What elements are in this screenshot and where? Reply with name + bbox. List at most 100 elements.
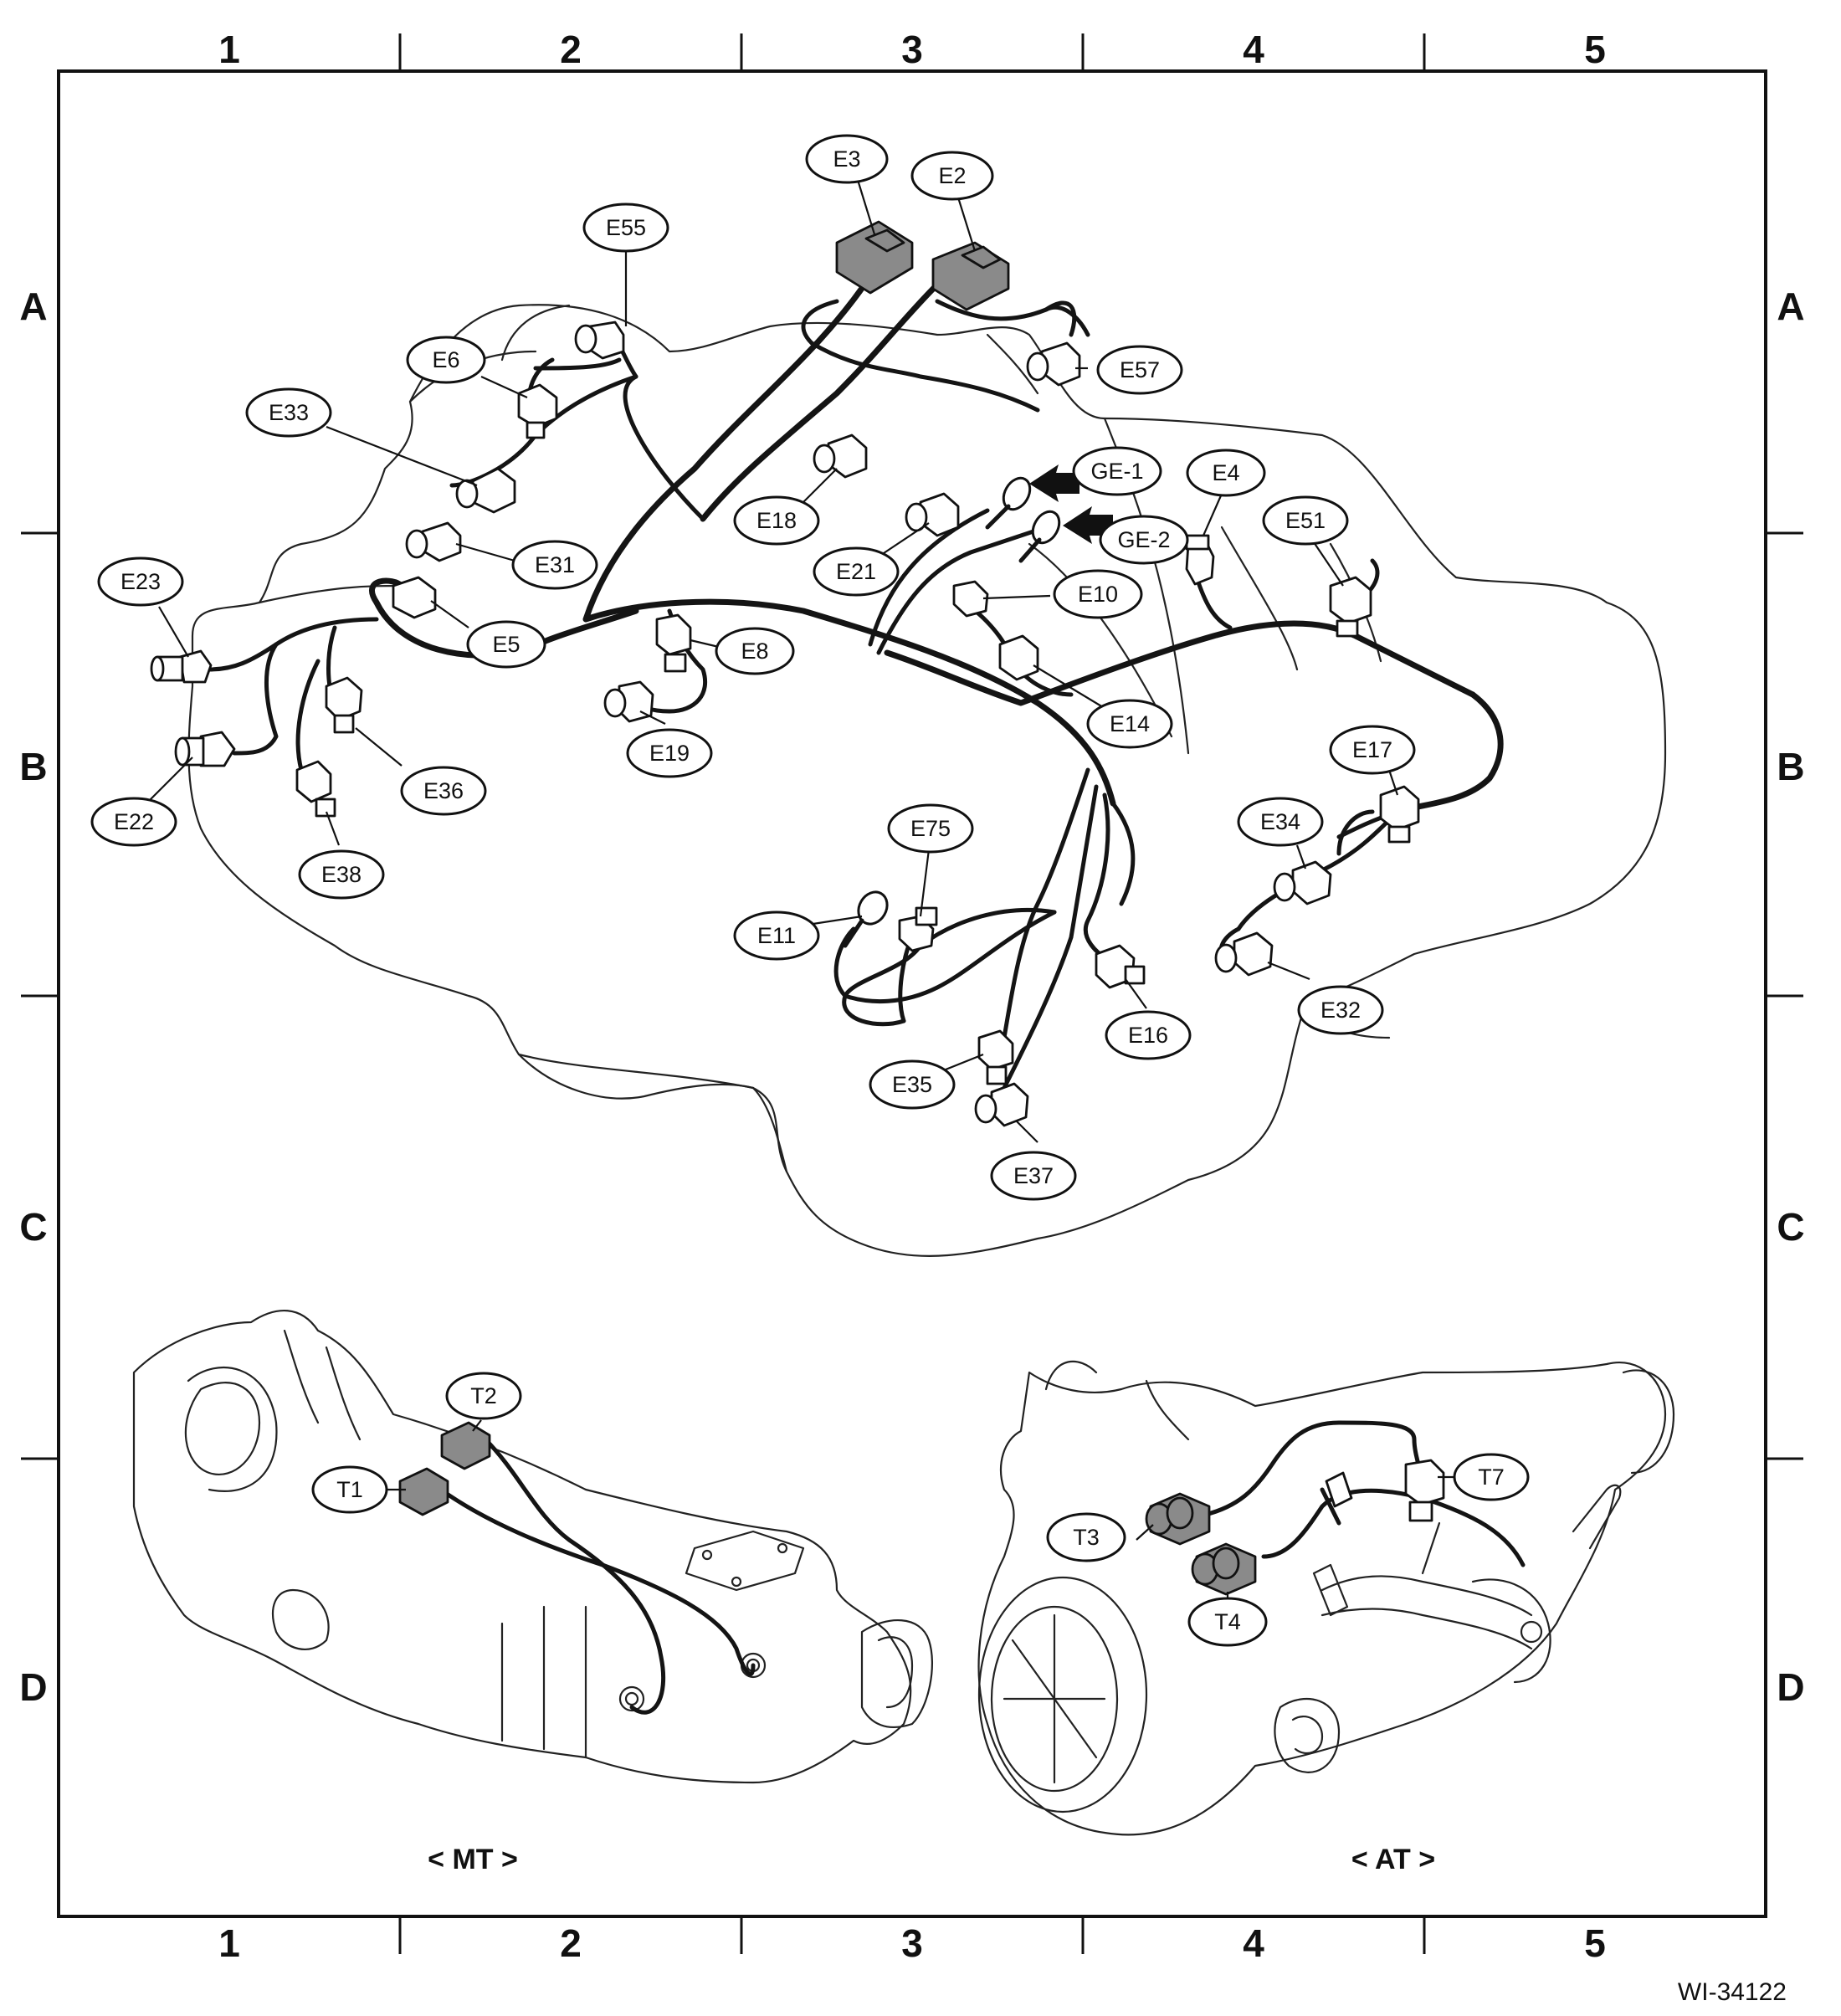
label-ge1[interactable]: GE-1 (1072, 446, 1162, 496)
label-e35[interactable]: E35 (869, 1059, 956, 1110)
grid-row-d-left: D (19, 1665, 47, 1709)
mt-wires (433, 1437, 756, 1715)
label-t1[interactable]: T1 (311, 1465, 388, 1514)
grid-row-a-right: A (1777, 285, 1804, 328)
grid-col-1-bottom: 1 (218, 1921, 240, 1965)
grid-col-3-top: 3 (901, 28, 923, 71)
label-e6-text: E6 (432, 347, 459, 372)
label-e75-text: E75 (910, 816, 951, 841)
mt-transmission (132, 1309, 934, 1784)
label-e14[interactable]: E14 (1086, 699, 1173, 749)
label-e16[interactable]: E16 (1105, 1010, 1192, 1060)
label-e34[interactable]: E34 (1237, 797, 1324, 847)
label-e23[interactable]: E23 (97, 557, 184, 607)
label-e75[interactable]: E75 (887, 803, 974, 854)
grid-col-4-top: 4 (1243, 28, 1264, 71)
grid-ticks (21, 33, 1803, 1954)
label-e19-text: E19 (649, 741, 690, 766)
leader-lines (146, 179, 1399, 1143)
label-e2-text: E2 (938, 163, 966, 188)
at-connectors (1145, 1459, 1445, 1596)
label-e2[interactable]: E2 (910, 151, 994, 201)
label-e55-text: E55 (606, 215, 646, 240)
label-e32-text: E32 (1320, 998, 1361, 1023)
figure-id: WI-34122 (1678, 1978, 1787, 2006)
label-e31-text: E31 (535, 552, 575, 577)
label-t7-text: T7 (1478, 1465, 1505, 1490)
grid-col-5-top: 5 (1584, 28, 1606, 71)
label-e37[interactable]: E37 (990, 1151, 1077, 1201)
label-e22-text: E22 (114, 809, 154, 834)
grid-col-3-bottom: 3 (901, 1921, 923, 1965)
label-e32[interactable]: E32 (1297, 985, 1384, 1035)
label-e11[interactable]: E11 (733, 911, 820, 961)
label-t3-text: T3 (1073, 1525, 1100, 1550)
label-e3-text: E3 (833, 146, 860, 172)
label-e33[interactable]: E33 (245, 387, 332, 438)
label-e23-text: E23 (121, 569, 161, 594)
label-e34-text: E34 (1260, 809, 1300, 834)
label-e11-text: E11 (757, 923, 796, 948)
at-labels: T7 T3 T4 < AT > (1046, 1453, 1530, 1875)
label-e4-text: E4 (1212, 460, 1239, 485)
label-e5[interactable]: E5 (466, 620, 546, 669)
label-e33-text: E33 (269, 400, 309, 425)
grid-col-2-top: 2 (560, 28, 582, 71)
label-e55[interactable]: E55 (582, 203, 669, 253)
grid-col-1-top: 1 (218, 28, 240, 71)
label-e5-text: E5 (492, 632, 520, 657)
label-e21[interactable]: E21 (813, 546, 900, 597)
label-e10[interactable]: E10 (1053, 569, 1143, 619)
label-e6[interactable]: E6 (406, 336, 486, 384)
diagram-frame (57, 69, 1767, 1918)
label-e57-text: E57 (1120, 357, 1160, 382)
grid-row-d-right: D (1777, 1665, 1804, 1709)
at-transmission (977, 1360, 1675, 1836)
label-e19[interactable]: E19 (626, 728, 713, 778)
label-e17[interactable]: E17 (1329, 725, 1416, 775)
grid-col-4-bottom: 4 (1243, 1921, 1264, 1965)
engine-connector-shapes (150, 220, 1420, 1127)
grid-col-2-bottom: 2 (560, 1921, 582, 1965)
label-e16-text: E16 (1128, 1023, 1168, 1048)
mt-connectors (398, 1421, 491, 1516)
label-e21-text: E21 (836, 559, 876, 584)
at-sublabel: < AT > (1351, 1844, 1435, 1875)
label-e3[interactable]: E3 (805, 134, 889, 184)
label-t2-text: T2 (470, 1383, 497, 1408)
grid-row-c-right: C (1777, 1205, 1804, 1249)
label-e10-text: E10 (1078, 582, 1118, 607)
mt-sublabel: < MT > (428, 1844, 518, 1875)
label-e37-text: E37 (1013, 1163, 1054, 1188)
label-e51[interactable]: E51 (1262, 495, 1349, 546)
label-e17-text: E17 (1352, 737, 1392, 762)
label-t1-text: T1 (336, 1477, 363, 1502)
label-e8-text: E8 (741, 639, 768, 664)
label-ge2[interactable]: GE-2 (1099, 515, 1189, 565)
label-t4[interactable]: T4 (1187, 1597, 1268, 1647)
label-e51-text: E51 (1285, 508, 1326, 533)
label-t3[interactable]: T3 (1046, 1512, 1126, 1562)
label-e38-text: E38 (321, 862, 362, 887)
label-e18[interactable]: E18 (733, 495, 820, 546)
grid-row-c-left: C (19, 1205, 47, 1249)
engine-harness-wires (207, 273, 1504, 1090)
grid-col-5-bottom: 5 (1584, 1921, 1606, 1965)
label-e8[interactable]: E8 (715, 627, 795, 675)
label-e31[interactable]: E31 (511, 540, 598, 590)
label-e38[interactable]: E38 (298, 849, 385, 900)
label-e35-text: E35 (892, 1072, 932, 1097)
mt-labels: T2 T1 < MT > (311, 1372, 522, 1875)
label-e22[interactable]: E22 (90, 797, 177, 847)
label-e36-text: E36 (423, 778, 464, 803)
label-e4[interactable]: E4 (1186, 449, 1266, 497)
label-t2[interactable]: T2 (445, 1372, 522, 1420)
label-e18-text: E18 (756, 508, 797, 533)
label-e57[interactable]: E57 (1096, 345, 1183, 395)
engine-connector-labels: E3 E2 E55 E6 E33 E31 E5 E23 E22 E36 E38 … (90, 134, 1416, 1201)
arrow-ge1-icon (1029, 464, 1079, 502)
grid-row-b-right: B (1777, 745, 1804, 788)
label-t7[interactable]: T7 (1453, 1453, 1530, 1501)
label-e36[interactable]: E36 (400, 766, 487, 816)
